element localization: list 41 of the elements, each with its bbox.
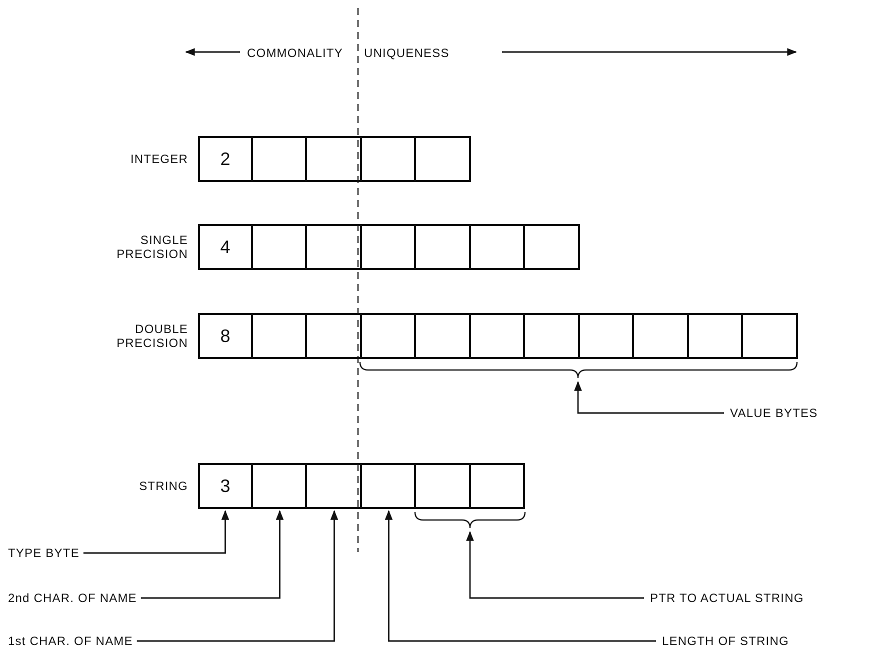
value-cell: 8 <box>198 313 252 359</box>
row-label: SINGLE PRECISION <box>116 233 188 261</box>
byte-cell <box>470 313 525 359</box>
leader-line <box>574 381 724 414</box>
byte-cell <box>362 224 416 270</box>
byte-cell <box>362 463 416 509</box>
byte-cell <box>634 313 688 359</box>
byte-cell <box>252 224 307 270</box>
byte-cell <box>470 224 525 270</box>
row-label: STRING <box>138 479 188 493</box>
value-cell: 3 <box>198 463 252 509</box>
row-label: DOUBLE PRECISION <box>116 322 188 350</box>
byte-cell <box>416 136 470 182</box>
byte-cell <box>307 313 362 359</box>
leader-line <box>384 510 656 642</box>
curly-bracket <box>359 362 798 380</box>
byte-cell <box>307 224 362 270</box>
byte-cell <box>743 313 798 359</box>
curly-bracket <box>414 512 526 530</box>
byte-cell <box>470 463 525 509</box>
value-cell: 2 <box>198 136 252 182</box>
value-cell: 4 <box>198 224 252 270</box>
byte-cell <box>252 463 307 509</box>
leader-line <box>83 510 230 554</box>
byte-cell <box>416 463 470 509</box>
leader-line <box>140 510 284 599</box>
byte-cell <box>252 313 307 359</box>
byte-cell <box>525 224 580 270</box>
byte-cell <box>416 224 470 270</box>
row-label: INTEGER <box>129 152 188 166</box>
leader-line <box>136 510 338 642</box>
leader-line <box>466 531 644 599</box>
byte-cell <box>580 313 634 359</box>
byte-cell <box>362 313 416 359</box>
byte-cell <box>416 313 470 359</box>
byte-cell <box>688 313 743 359</box>
byte-cell <box>307 136 362 182</box>
byte-cell <box>307 463 362 509</box>
byte-cell <box>362 136 416 182</box>
byte-cell <box>525 313 580 359</box>
byte-cell <box>252 136 307 182</box>
